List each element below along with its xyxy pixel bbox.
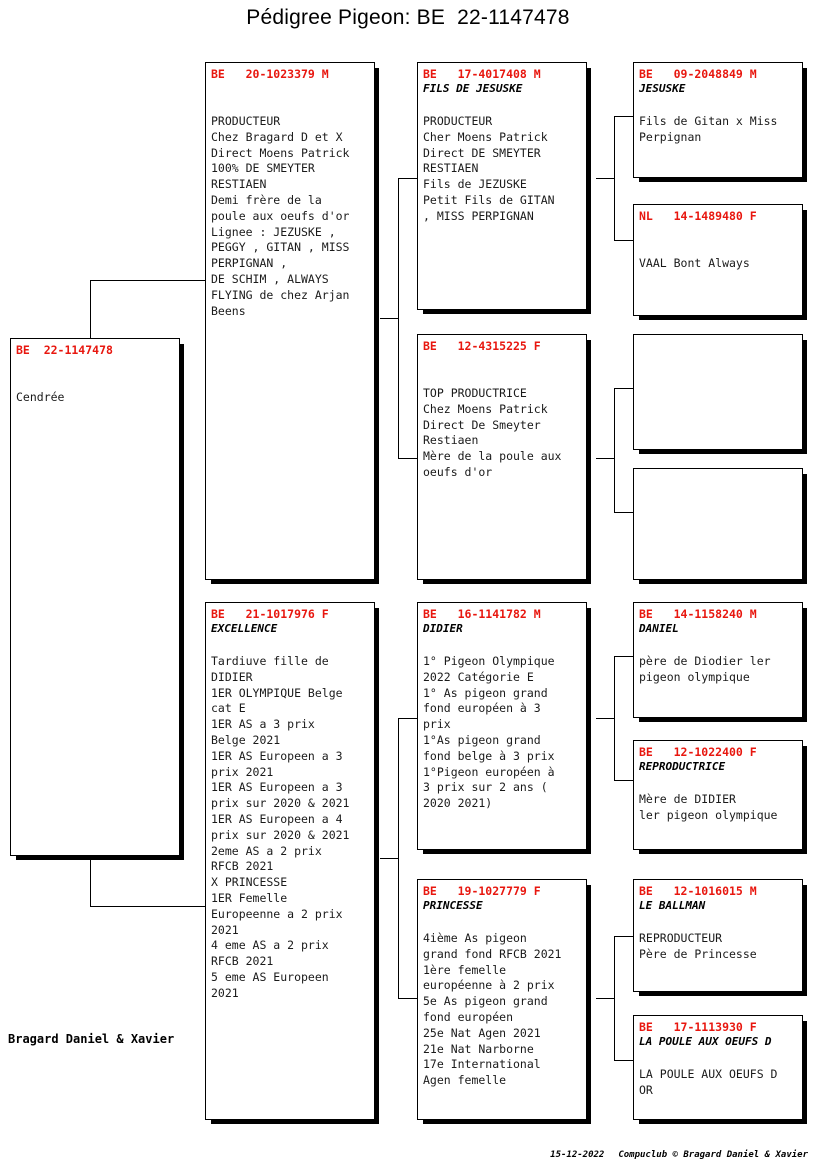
connector-gen2-4-top bbox=[614, 936, 633, 937]
connector-gen2-3-top bbox=[614, 656, 633, 657]
footer-date: 15-12-2022 bbox=[550, 1150, 605, 1160]
nickname: DIDIER bbox=[423, 622, 463, 635]
connector-dam-spine bbox=[398, 718, 399, 998]
description: TOP PRODUCTRICE Chez Moens Patrick Direc… bbox=[423, 386, 562, 479]
description: Fils de Gitan x Miss Perpignan bbox=[639, 114, 778, 144]
connector-gen2-2-spine bbox=[614, 388, 615, 512]
ring-number: BE 20-1023379 M bbox=[211, 67, 329, 81]
description: 4ième As pigeon grand fond RFCB 2021 1èr… bbox=[423, 931, 562, 1088]
nickname: EXCELLENCE bbox=[211, 622, 278, 635]
connector-sire-to-gen2-2 bbox=[398, 458, 417, 459]
pedigree-box-sire[interactable]: BE 20-1023379 M PRODUCTEUR Chez Bragard … bbox=[205, 62, 379, 584]
connector-gen2-4-spine bbox=[614, 936, 615, 1060]
ring-number: BE 22-1147478 bbox=[16, 343, 113, 357]
pedigree-box-gen3-2[interactable]: NL 14-1489480 F VAAL Bont Always bbox=[633, 204, 807, 320]
nickname bbox=[639, 223, 797, 238]
connector-gen2-4-stub bbox=[596, 998, 614, 999]
page-title: Pédigree Pigeon: BE 22-1147478 bbox=[246, 6, 570, 29]
connector-subject-to-dam bbox=[90, 906, 205, 907]
connector-dam-stub bbox=[380, 858, 398, 859]
pedigree-box-subject[interactable]: BE 22-1147478 Cendrée bbox=[10, 338, 184, 860]
nickname: FILS DE JESUSKE bbox=[423, 82, 523, 95]
connector-subject-to-sire bbox=[90, 280, 205, 281]
ring-number: BE 21-1017976 F bbox=[211, 607, 329, 621]
pedigree-box-gen3-6[interactable]: BE 12-1022400 F REPRODUCTRICE Mère de DI… bbox=[633, 740, 807, 854]
pedigree-box-gen2-2[interactable]: BE 12-4315225 F TOP PRODUCTRICE Chez Moe… bbox=[417, 334, 591, 584]
description: Cendrée bbox=[16, 390, 65, 404]
connector-dam-to-gen2-3 bbox=[398, 718, 417, 719]
connector-gen2-4-bottom bbox=[614, 1060, 633, 1061]
pedigree-box-gen3-4[interactable] bbox=[633, 468, 807, 584]
pedigree-box-gen3-7[interactable]: BE 12-1016015 M LE BALLMAN REPRODUCTEUR … bbox=[633, 879, 807, 996]
pedigree-box-dam[interactable]: BE 21-1017976 F EXCELLENCE Tardiuve fill… bbox=[205, 602, 379, 1124]
nickname: JESUSKE bbox=[639, 82, 686, 95]
pedigree-box-gen2-4[interactable]: BE 19-1027779 F PRINCESSE 4ième As pigeo… bbox=[417, 879, 591, 1124]
pedigree-box-gen3-3[interactable] bbox=[633, 334, 807, 454]
connector-gen2-3-spine bbox=[614, 656, 615, 780]
ring-number: BE 12-1022400 F bbox=[639, 745, 757, 759]
description: VAAL Bont Always bbox=[639, 256, 750, 270]
ring-number: BE 16-1141782 M bbox=[423, 607, 541, 621]
nickname bbox=[16, 357, 174, 372]
ring-number: BE 17-1113930 F bbox=[639, 1020, 757, 1034]
nickname: LA POULE AUX OEUFS D bbox=[639, 1035, 772, 1048]
pedigree-box-gen2-3[interactable]: BE 16-1141782 M DIDIER 1° Pigeon Olympiq… bbox=[417, 602, 591, 854]
description: PRODUCTEUR Cher Moens Patrick Direct DE … bbox=[423, 114, 555, 223]
connector-sire-to-gen2-1 bbox=[398, 178, 417, 179]
ring-number: BE 17-4017408 M bbox=[423, 67, 541, 81]
pedigree-box-gen3-8[interactable]: BE 17-1113930 F LA POULE AUX OEUFS D LA … bbox=[633, 1015, 807, 1124]
connector-gen2-2-top bbox=[614, 388, 633, 389]
connector-gen2-2-bottom bbox=[614, 512, 633, 513]
nickname: PRINCESSE bbox=[423, 899, 483, 912]
connector-gen2-3-bottom bbox=[614, 780, 633, 781]
description: père de Diodier ler pigeon olympique bbox=[639, 654, 771, 684]
connector-gen2-2-stub bbox=[596, 458, 614, 459]
ring-number: BE 09-2048849 M bbox=[639, 67, 757, 81]
ring-number: BE 14-1158240 M bbox=[639, 607, 757, 621]
nickname bbox=[639, 473, 797, 488]
connector-dam-to-gen2-4 bbox=[398, 998, 417, 999]
connector-gen2-1-top bbox=[614, 116, 633, 117]
ring-number: BE 12-1016015 M bbox=[639, 884, 757, 898]
footer-credit: Compuclub © Bragard Daniel & Xavier bbox=[618, 1150, 808, 1160]
nickname: DANIEL bbox=[639, 622, 679, 635]
description: REPRODUCTEUR Père de Princesse bbox=[639, 931, 757, 961]
pedigree-box-gen3-1[interactable]: BE 09-2048849 M JESUSKE Fils de Gitan x … bbox=[633, 62, 807, 182]
description: LA POULE AUX OEUFS D OR bbox=[639, 1067, 778, 1097]
ring-number: NL 14-1489480 F bbox=[639, 209, 757, 223]
pedigree-box-gen2-1[interactable]: BE 17-4017408 M FILS DE JESUSKE PRODUCTE… bbox=[417, 62, 591, 314]
description: Tardiuve fille de DIDIER 1ER OLYMPIQUE B… bbox=[211, 654, 350, 1000]
connector-gen2-3-stub bbox=[596, 718, 614, 719]
nickname: LE BALLMAN bbox=[639, 899, 706, 912]
connector-sire-spine bbox=[398, 178, 399, 458]
ring-number: BE 12-4315225 F bbox=[423, 339, 541, 353]
nickname bbox=[639, 339, 797, 354]
description: PRODUCTEUR Chez Bragard D et X Direct Mo… bbox=[211, 114, 350, 318]
connector-gen2-1-bottom bbox=[614, 240, 633, 241]
nickname bbox=[423, 353, 581, 368]
connector-gen2-1-stub bbox=[596, 178, 614, 179]
footer: 15-12-2022 Compuclub © Bragard Daniel & X… bbox=[0, 1140, 816, 1160]
description: Mère de DIDIER ler pigeon olympique bbox=[639, 792, 778, 822]
ring-number: BE 19-1027779 F bbox=[423, 884, 541, 898]
connector-sire-stub bbox=[380, 318, 398, 319]
nickname bbox=[211, 81, 369, 96]
owner-name: Bragard Daniel & Xavier bbox=[8, 1032, 175, 1046]
connector-gen2-1-spine bbox=[614, 116, 615, 240]
pedigree-box-gen3-5[interactable]: BE 14-1158240 M DANIEL père de Diodier l… bbox=[633, 602, 807, 722]
nickname: REPRODUCTRICE bbox=[639, 760, 726, 773]
description: 1° Pigeon Olympique 2022 Catégorie E 1° … bbox=[423, 654, 555, 811]
